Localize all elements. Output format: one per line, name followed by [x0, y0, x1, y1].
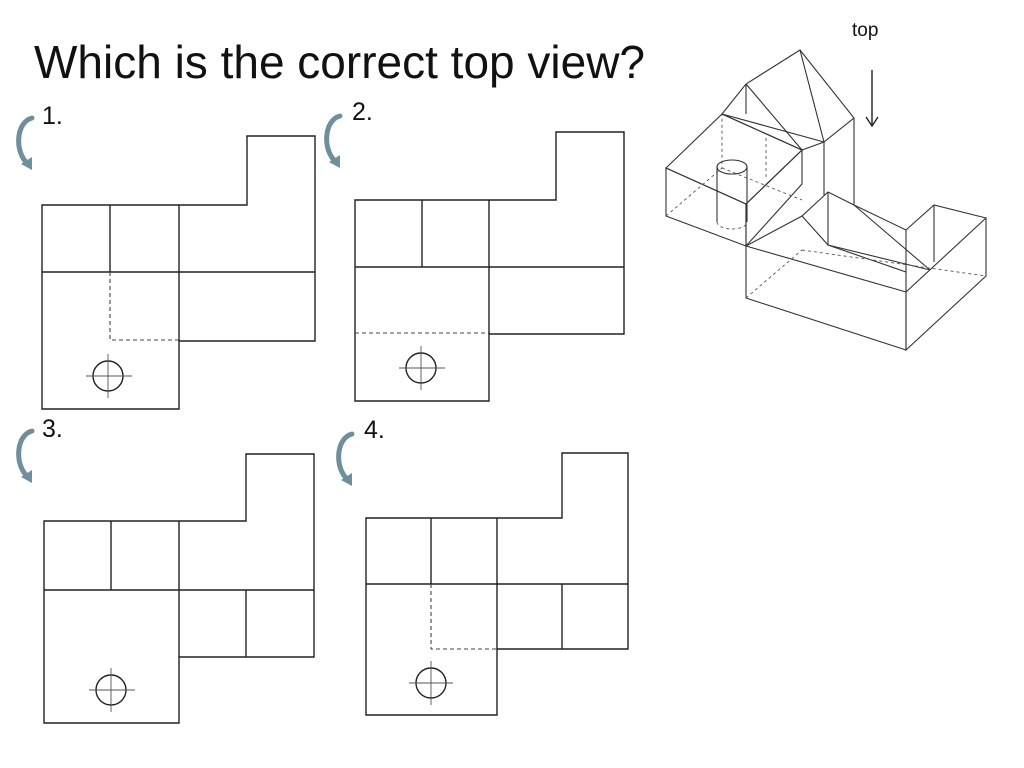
rotate-arrow-icon-4[interactable] — [328, 428, 358, 490]
option-number-4: 4. — [364, 416, 385, 444]
option-3-drawing — [43, 453, 315, 724]
option-number-1: 1. — [42, 102, 63, 130]
question-title: Which is the correct top view? — [34, 36, 646, 88]
option-2-drawing — [354, 131, 625, 402]
rotate-arrow-icon-1[interactable] — [8, 112, 38, 174]
rotate-arrow-icon-2[interactable] — [316, 110, 346, 172]
option-number-3: 3. — [42, 415, 63, 443]
option-number-2: 2. — [352, 98, 373, 126]
isometric-object — [665, 49, 987, 352]
top-direction-label: top — [852, 20, 879, 41]
option-1-drawing — [41, 135, 316, 410]
option-4-drawing — [365, 452, 629, 716]
top-direction-arrow-icon — [865, 70, 879, 128]
rotate-arrow-icon-3[interactable] — [8, 425, 38, 487]
